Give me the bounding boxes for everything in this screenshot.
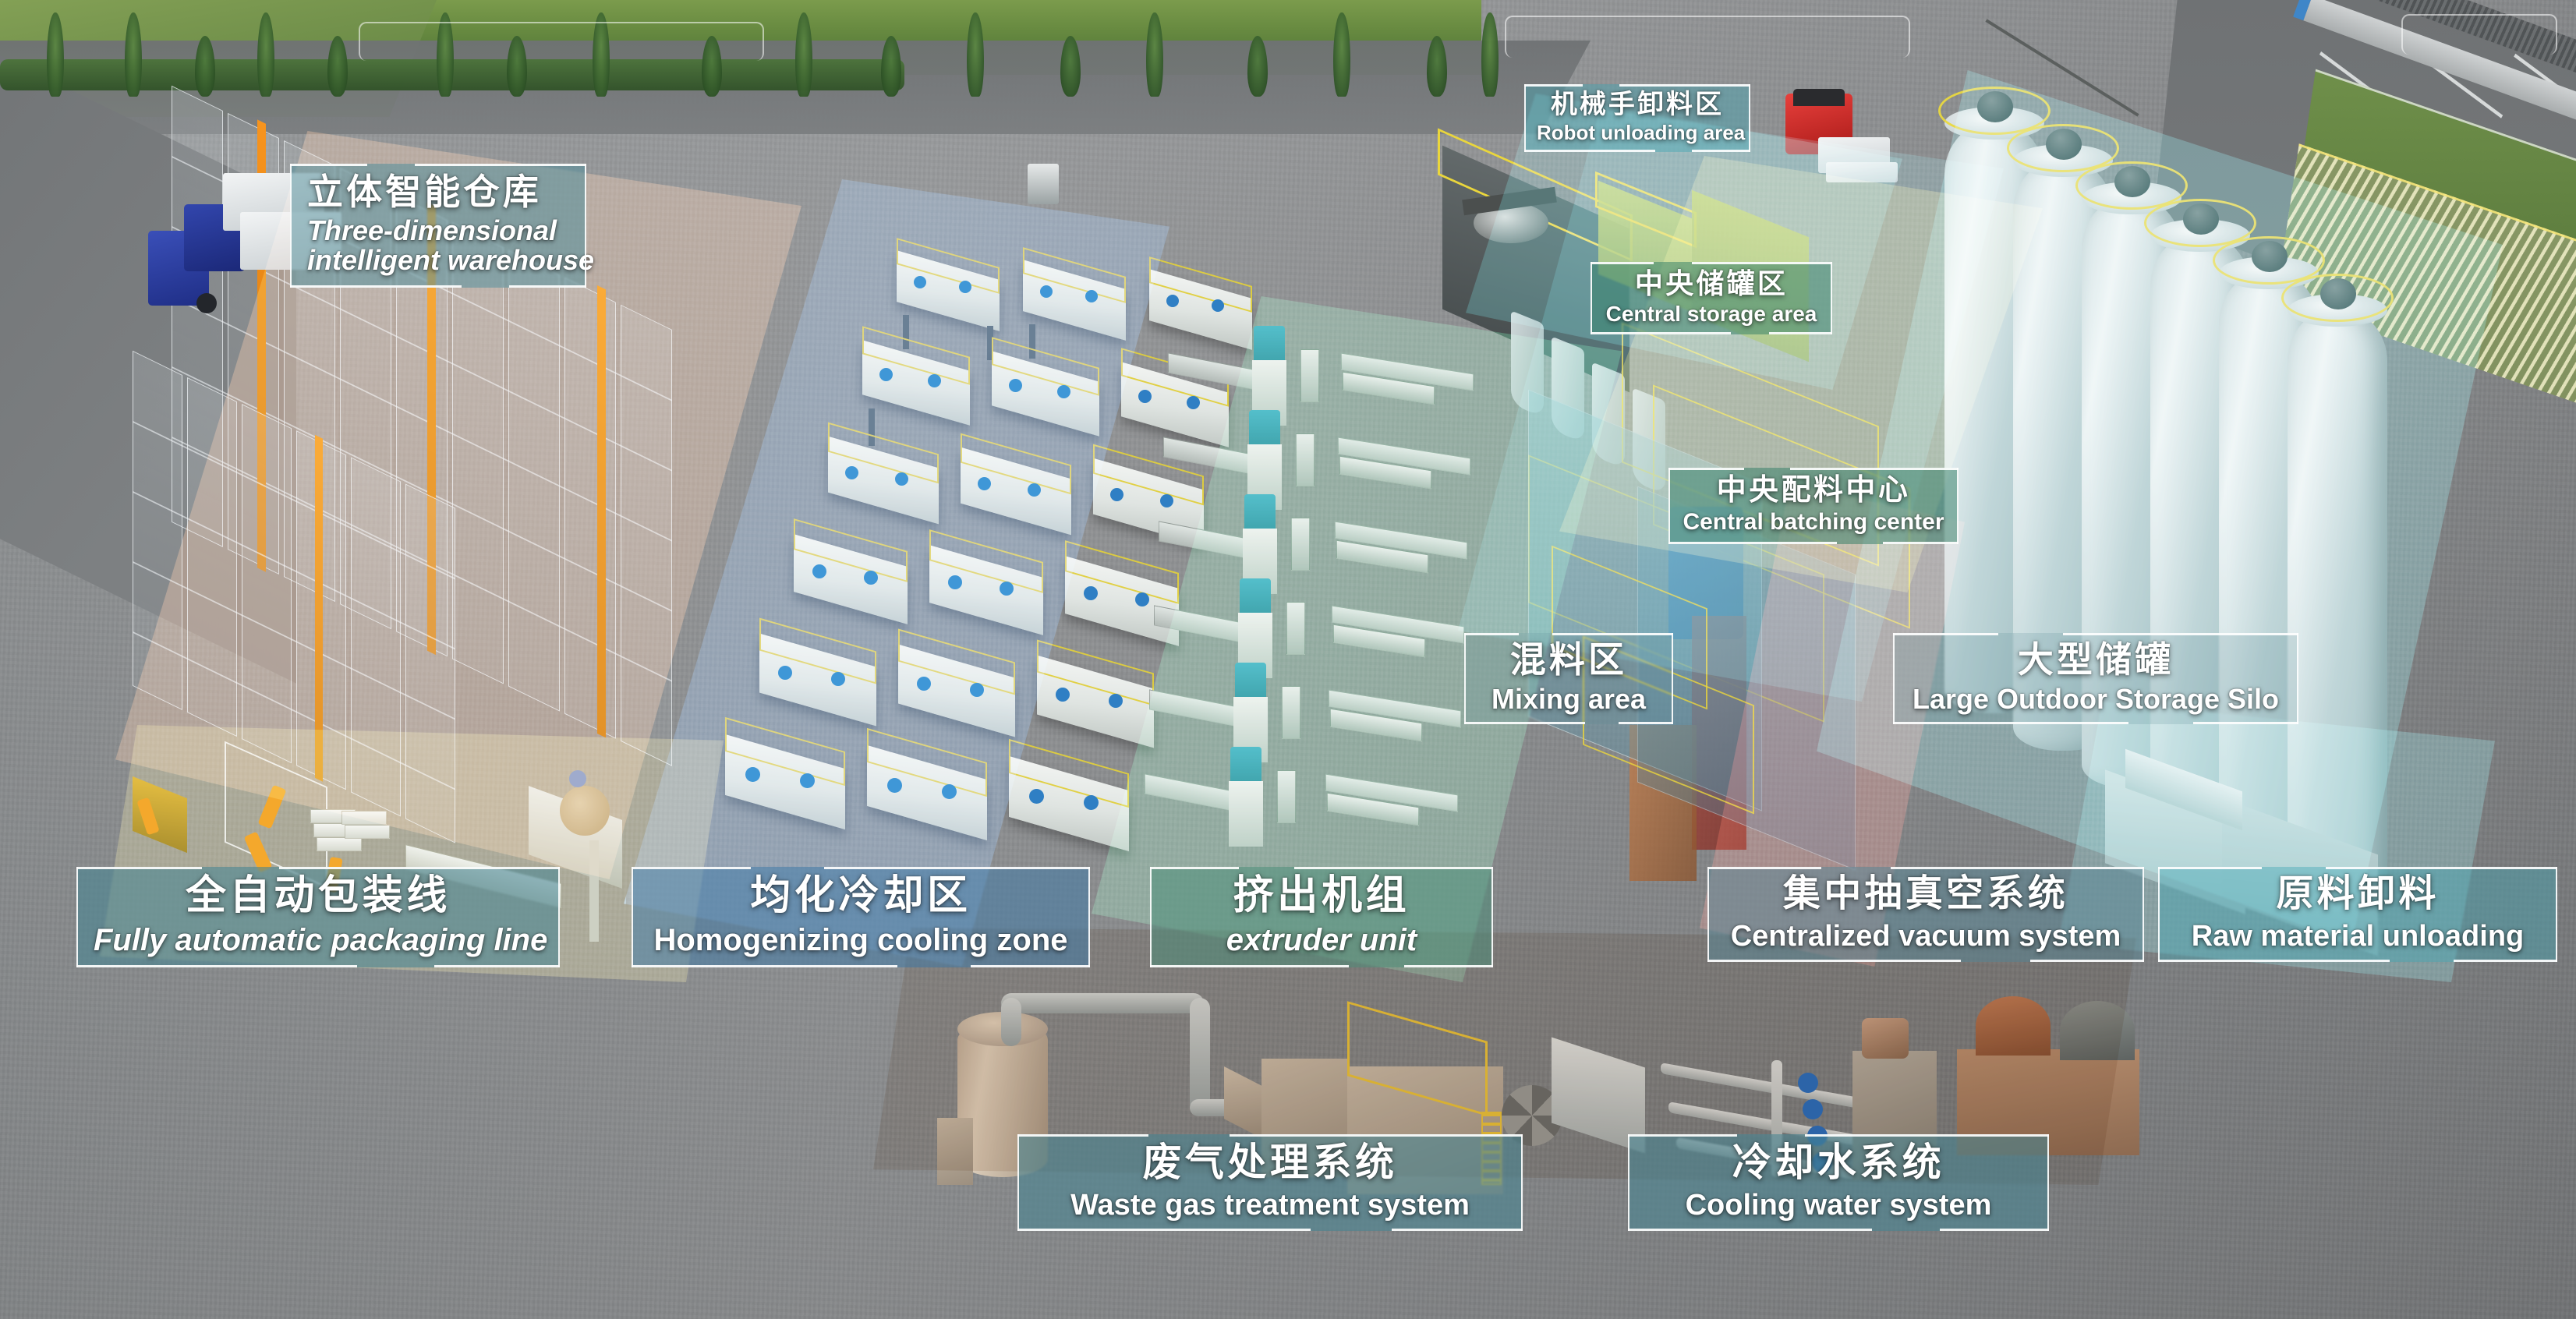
label-cn-text: 均化冷却区 bbox=[750, 873, 971, 918]
label-en-text: Fully automatic packaging line bbox=[94, 923, 548, 958]
label-cn-text: 全自动包装线 bbox=[185, 873, 451, 918]
pallet-stack-4 bbox=[341, 811, 387, 825]
exhaust-duct-horizontal bbox=[1001, 993, 1204, 1013]
label-en-text: extruder unit bbox=[1226, 923, 1417, 958]
label-cn-text: 挤出机组 bbox=[1233, 873, 1410, 918]
label-robot-unloading-area[interactable]: 机械手卸料区 Robot unloading area bbox=[1524, 84, 1750, 152]
large-outdoor-silo-bank bbox=[1895, 19, 2456, 900]
pump-valve-2 bbox=[1803, 1099, 1823, 1119]
site-boundary-outline-2 bbox=[1505, 16, 1910, 58]
label-cn-text: 冷却水系统 bbox=[1732, 1140, 1945, 1184]
label-centralized-vacuum-system[interactable]: 集中抽真空系统 Centralized vacuum system bbox=[1707, 867, 2144, 963]
label-cn-text: 中央储罐区 bbox=[1634, 267, 1789, 299]
label-mixing-area[interactable]: 混料区 Mixing area bbox=[1464, 633, 1673, 724]
label-cn-text: 中央配料中心 bbox=[1716, 474, 1911, 507]
cooling-tower-fan-stack-1 bbox=[1976, 996, 2051, 1056]
label-fully-automatic-packaging-line[interactable]: 全自动包装线 Fully automatic packaging line bbox=[76, 867, 560, 967]
tree-line bbox=[0, 11, 1513, 97]
exhaust-duct-riser bbox=[1001, 998, 1021, 1046]
label-central-batching-center[interactable]: 中央配料中心 Central batching center bbox=[1668, 468, 1959, 545]
label-waste-gas-treatment-system[interactable]: 废气处理系统 Waste gas treatment system bbox=[1017, 1134, 1523, 1232]
packaging-valve bbox=[569, 770, 586, 787]
label-en-text: Cooling water system bbox=[1685, 1189, 1992, 1222]
cooling-tower-fan-stack-2 bbox=[2060, 1001, 2135, 1060]
exhaust-duct-downcomer bbox=[1190, 998, 1210, 1113]
label-en-text: Homogenizing cooling zone bbox=[653, 923, 1068, 958]
label-en-text: Waste gas treatment system bbox=[1070, 1189, 1470, 1222]
label-cn-text: 原料卸料 bbox=[2276, 873, 2440, 914]
label-en-text-line1: Three-dimensional bbox=[307, 214, 557, 246]
pallet-stack-5 bbox=[345, 825, 390, 839]
asrs-racking-structure-lower bbox=[117, 335, 694, 843]
label-en-text: Large Outdoor Storage Silo bbox=[1912, 682, 2280, 715]
label-cn-text: 机械手卸料区 bbox=[1550, 90, 1725, 119]
label-en-text: Mixing area bbox=[1491, 682, 1647, 715]
label-en-text: Centralized vacuum system bbox=[1730, 919, 2121, 953]
label-en-text: Central storage area bbox=[1605, 302, 1817, 327]
label-cooling-water-system[interactable]: 冷却水系统 Cooling water system bbox=[1628, 1134, 2049, 1232]
label-en-text: Central batching center bbox=[1683, 509, 1944, 536]
label-large-outdoor-storage-silo[interactable]: 大型储罐 Large Outdoor Storage Silo bbox=[1893, 633, 2298, 724]
site-boundary-outline bbox=[359, 22, 764, 61]
label-cn-text: 混料区 bbox=[1509, 639, 1628, 680]
tank-base bbox=[937, 1118, 973, 1185]
pallet-stack-3 bbox=[317, 837, 362, 851]
label-homogenizing-cooling-zone[interactable]: 均化冷却区 Homogenizing cooling zone bbox=[632, 867, 1090, 967]
site-boundary-outline-3 bbox=[2401, 14, 2557, 55]
label-cn-text: 集中抽真空系统 bbox=[1782, 873, 2069, 914]
label-en-text-line2: intelligent warehouse bbox=[307, 243, 595, 276]
label-three-dimensional-intelligent-warehouse[interactable]: 立体智能仓库 Three-dimensional intelligent war… bbox=[290, 164, 595, 288]
label-cn-text: 大型储罐 bbox=[2017, 639, 2174, 680]
label-cn-text: 立体智能仓库 bbox=[307, 172, 542, 212]
agv-robot bbox=[1028, 164, 1059, 204]
label-raw-material-unloading[interactable]: 原料卸料 Raw material unloading bbox=[2158, 867, 2557, 963]
label-en-text: Raw material unloading bbox=[2191, 919, 2525, 953]
header-pipe-1 bbox=[1661, 1063, 1863, 1109]
label-central-storage-area[interactable]: 中央储罐区 Central storage area bbox=[1591, 262, 1832, 334]
pump-valve-1 bbox=[1798, 1073, 1818, 1093]
label-cn-text: 废气处理系统 bbox=[1142, 1140, 1398, 1184]
label-extruder-unit[interactable]: 挤出机组 extruder unit bbox=[1150, 867, 1493, 967]
label-en-text: Robot unloading area bbox=[1537, 121, 1746, 145]
